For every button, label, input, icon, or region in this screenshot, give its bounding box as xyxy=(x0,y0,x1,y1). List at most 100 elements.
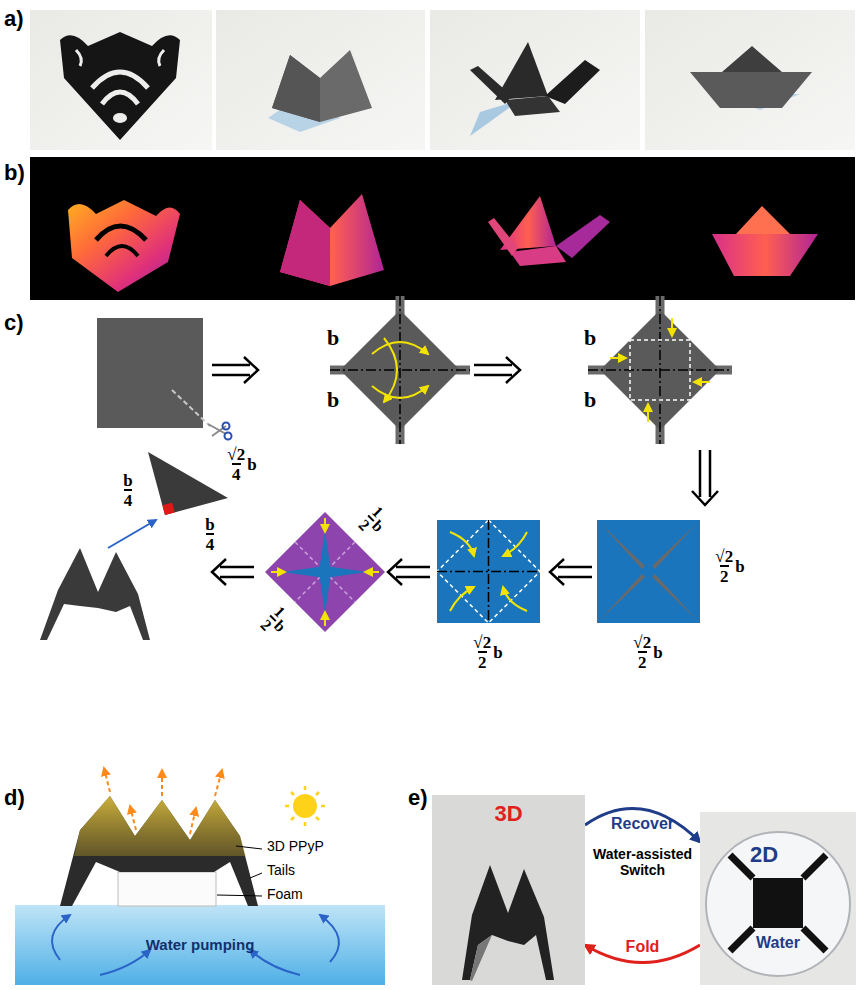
evaporator-tail xyxy=(803,855,826,878)
fraction-label: 12b xyxy=(355,503,393,541)
illustration-part xyxy=(324,518,326,532)
illustration-part xyxy=(659,296,661,444)
fraction-stack: b4 xyxy=(205,516,214,553)
illustration-part xyxy=(450,587,474,611)
illustration-part xyxy=(430,10,640,150)
illustration-part xyxy=(722,46,782,72)
part-label: Foam xyxy=(267,886,303,902)
illustration-part xyxy=(437,520,540,623)
panel-label: c) xyxy=(4,310,24,335)
illustration-part xyxy=(690,72,812,108)
illustration-part xyxy=(92,72,148,88)
illustration-part xyxy=(388,559,430,585)
illustration-part xyxy=(470,66,512,104)
illustration-part xyxy=(692,450,718,505)
fraction-denominator: 2 xyxy=(478,651,487,671)
illustration-part xyxy=(118,872,216,906)
illustration-part xyxy=(488,218,518,256)
dimension-label: b xyxy=(584,387,596,412)
fraction-numerator: √2 xyxy=(715,548,733,565)
illustration-part xyxy=(503,532,527,556)
fraction-label: √22b xyxy=(715,548,744,585)
illustration-part xyxy=(225,433,232,440)
part-label: 3D PPyP xyxy=(267,838,324,854)
illustration-part xyxy=(68,200,180,292)
photo-illustration xyxy=(700,812,856,985)
dimension-label: b xyxy=(584,325,596,350)
thermal-panel xyxy=(30,157,855,300)
illustration-part xyxy=(510,246,566,266)
fraction-stack: √22 xyxy=(633,634,651,671)
photo-panel: 2DWater xyxy=(700,812,856,985)
fraction-label: √22b xyxy=(473,634,502,671)
illustration-part xyxy=(365,571,379,573)
fraction-label: √24b xyxy=(227,446,256,483)
illustration-part xyxy=(30,10,212,150)
illustration-part xyxy=(60,32,180,140)
illustration-part xyxy=(630,340,690,400)
illustration-part xyxy=(293,794,317,818)
illustration-part xyxy=(597,520,700,623)
illustration-part xyxy=(172,390,212,428)
flat-evaporator xyxy=(753,878,803,928)
illustration-part xyxy=(372,386,428,398)
fraction-denominator: 2 xyxy=(720,565,729,585)
illustration-part xyxy=(190,808,196,834)
fraction-label: 12b xyxy=(257,603,295,641)
illustration-part xyxy=(52,915,70,960)
illustration-part xyxy=(671,318,673,336)
fraction-denominator: 4 xyxy=(206,533,215,553)
region-label: Water pumping xyxy=(146,936,255,953)
illustration-part xyxy=(76,50,81,66)
switch-arrow xyxy=(585,809,700,842)
illustration-part xyxy=(250,873,262,878)
fraction-numerator: b xyxy=(123,472,132,489)
illustration-part xyxy=(610,357,626,359)
fraction-label: b4 xyxy=(205,516,214,553)
illustration-part xyxy=(212,357,258,383)
illustration-part xyxy=(285,786,325,826)
fraction-stack: √24 xyxy=(227,446,245,483)
arrow-label: Recover xyxy=(611,815,674,833)
illustration-part xyxy=(271,571,285,573)
illustration-part xyxy=(215,770,222,796)
illustration-part xyxy=(15,905,385,985)
illustration-part xyxy=(600,574,645,620)
illustration-part xyxy=(694,381,710,383)
fraction-numerator: √2 xyxy=(227,446,245,463)
scissors-icon xyxy=(208,423,232,440)
illustration-part xyxy=(100,950,150,975)
evaporator-tail xyxy=(803,928,826,951)
illustration-part xyxy=(652,574,697,620)
panel-label: b) xyxy=(4,160,25,185)
panel-label: e) xyxy=(408,785,428,810)
illustration-part xyxy=(102,92,138,104)
fraction-numerator: b xyxy=(205,516,214,533)
illustration-part xyxy=(104,768,110,792)
fraction-numerator: √2 xyxy=(473,634,491,651)
illustration-part xyxy=(319,530,331,614)
illustration-part xyxy=(161,770,163,796)
dimension-symbol: b xyxy=(247,456,256,473)
fraction-denominator: 4 xyxy=(124,489,133,509)
illustration-part xyxy=(545,60,600,104)
illustration-part xyxy=(130,806,136,830)
folded-evaporator xyxy=(462,865,554,980)
illustration-part xyxy=(600,523,645,569)
illustration-part xyxy=(320,915,339,962)
shadow xyxy=(470,935,492,981)
illustration-part xyxy=(372,342,428,354)
photo-panel: 3D xyxy=(432,795,585,985)
illustration-part xyxy=(450,532,474,556)
fraction-stack: √22 xyxy=(473,634,491,671)
illustration-part xyxy=(280,200,330,286)
illustration-part xyxy=(399,296,401,444)
dimension-label: b xyxy=(327,387,339,412)
illustration-part xyxy=(250,950,300,975)
photo-row xyxy=(30,10,855,150)
illustration-part xyxy=(60,796,258,906)
illustration-part xyxy=(384,338,397,402)
fraction-label: b4 xyxy=(123,472,132,509)
evaporator-tail xyxy=(730,928,753,951)
fraction-denominator: 2 xyxy=(638,651,647,671)
